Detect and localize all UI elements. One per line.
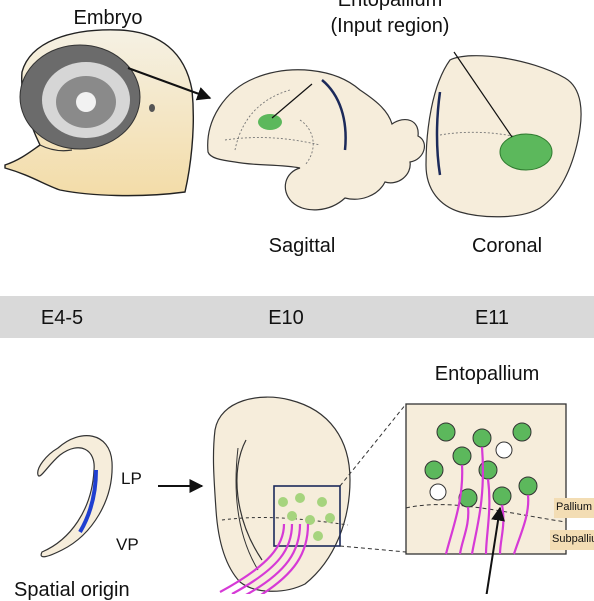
subpallium-label-band <box>550 530 594 550</box>
neuron-cluster-small <box>278 493 335 541</box>
coronal-section-illustration <box>425 51 582 218</box>
vp-label: VP <box>116 535 139 554</box>
arrow-embryo-to-brain <box>127 67 212 101</box>
entopallium-inset-title: Entopallium <box>434 363 540 385</box>
entopallium-title-line2: (Input region) <box>330 15 450 37</box>
stage-band <box>0 296 594 338</box>
sagittal-brain-illustration <box>207 69 426 211</box>
zoom-box <box>273 485 341 547</box>
spatial-origin-label: Spatial origin <box>14 579 130 601</box>
hemisphere-illustration <box>212 396 351 594</box>
entopallium-title-line1: Entopallium <box>337 0 443 11</box>
stage-label-e10: E10 <box>268 307 304 329</box>
embryo-head-illustration <box>4 29 194 197</box>
zoom-line-top <box>339 403 407 487</box>
coronal-label: Coronal <box>471 235 543 257</box>
entopallium-inset <box>405 403 594 555</box>
stage-label-e4-5: E4-5 <box>40 307 84 329</box>
spatial-origin-illustration <box>37 435 113 558</box>
subpallium-label: Subpallium <box>552 533 594 545</box>
arrow-to-boundary <box>485 506 505 594</box>
stage-label-e11: E11 <box>474 307 510 329</box>
pallium-label-band <box>554 498 594 518</box>
axon-bundle <box>219 523 310 594</box>
sagittal-label: Sagittal <box>268 235 336 257</box>
zoom-line-bottom <box>339 545 407 553</box>
pallium-label: Pallium <box>556 501 593 513</box>
lp-label: LP <box>121 469 142 488</box>
embryo-label: Embryo <box>73 7 143 29</box>
